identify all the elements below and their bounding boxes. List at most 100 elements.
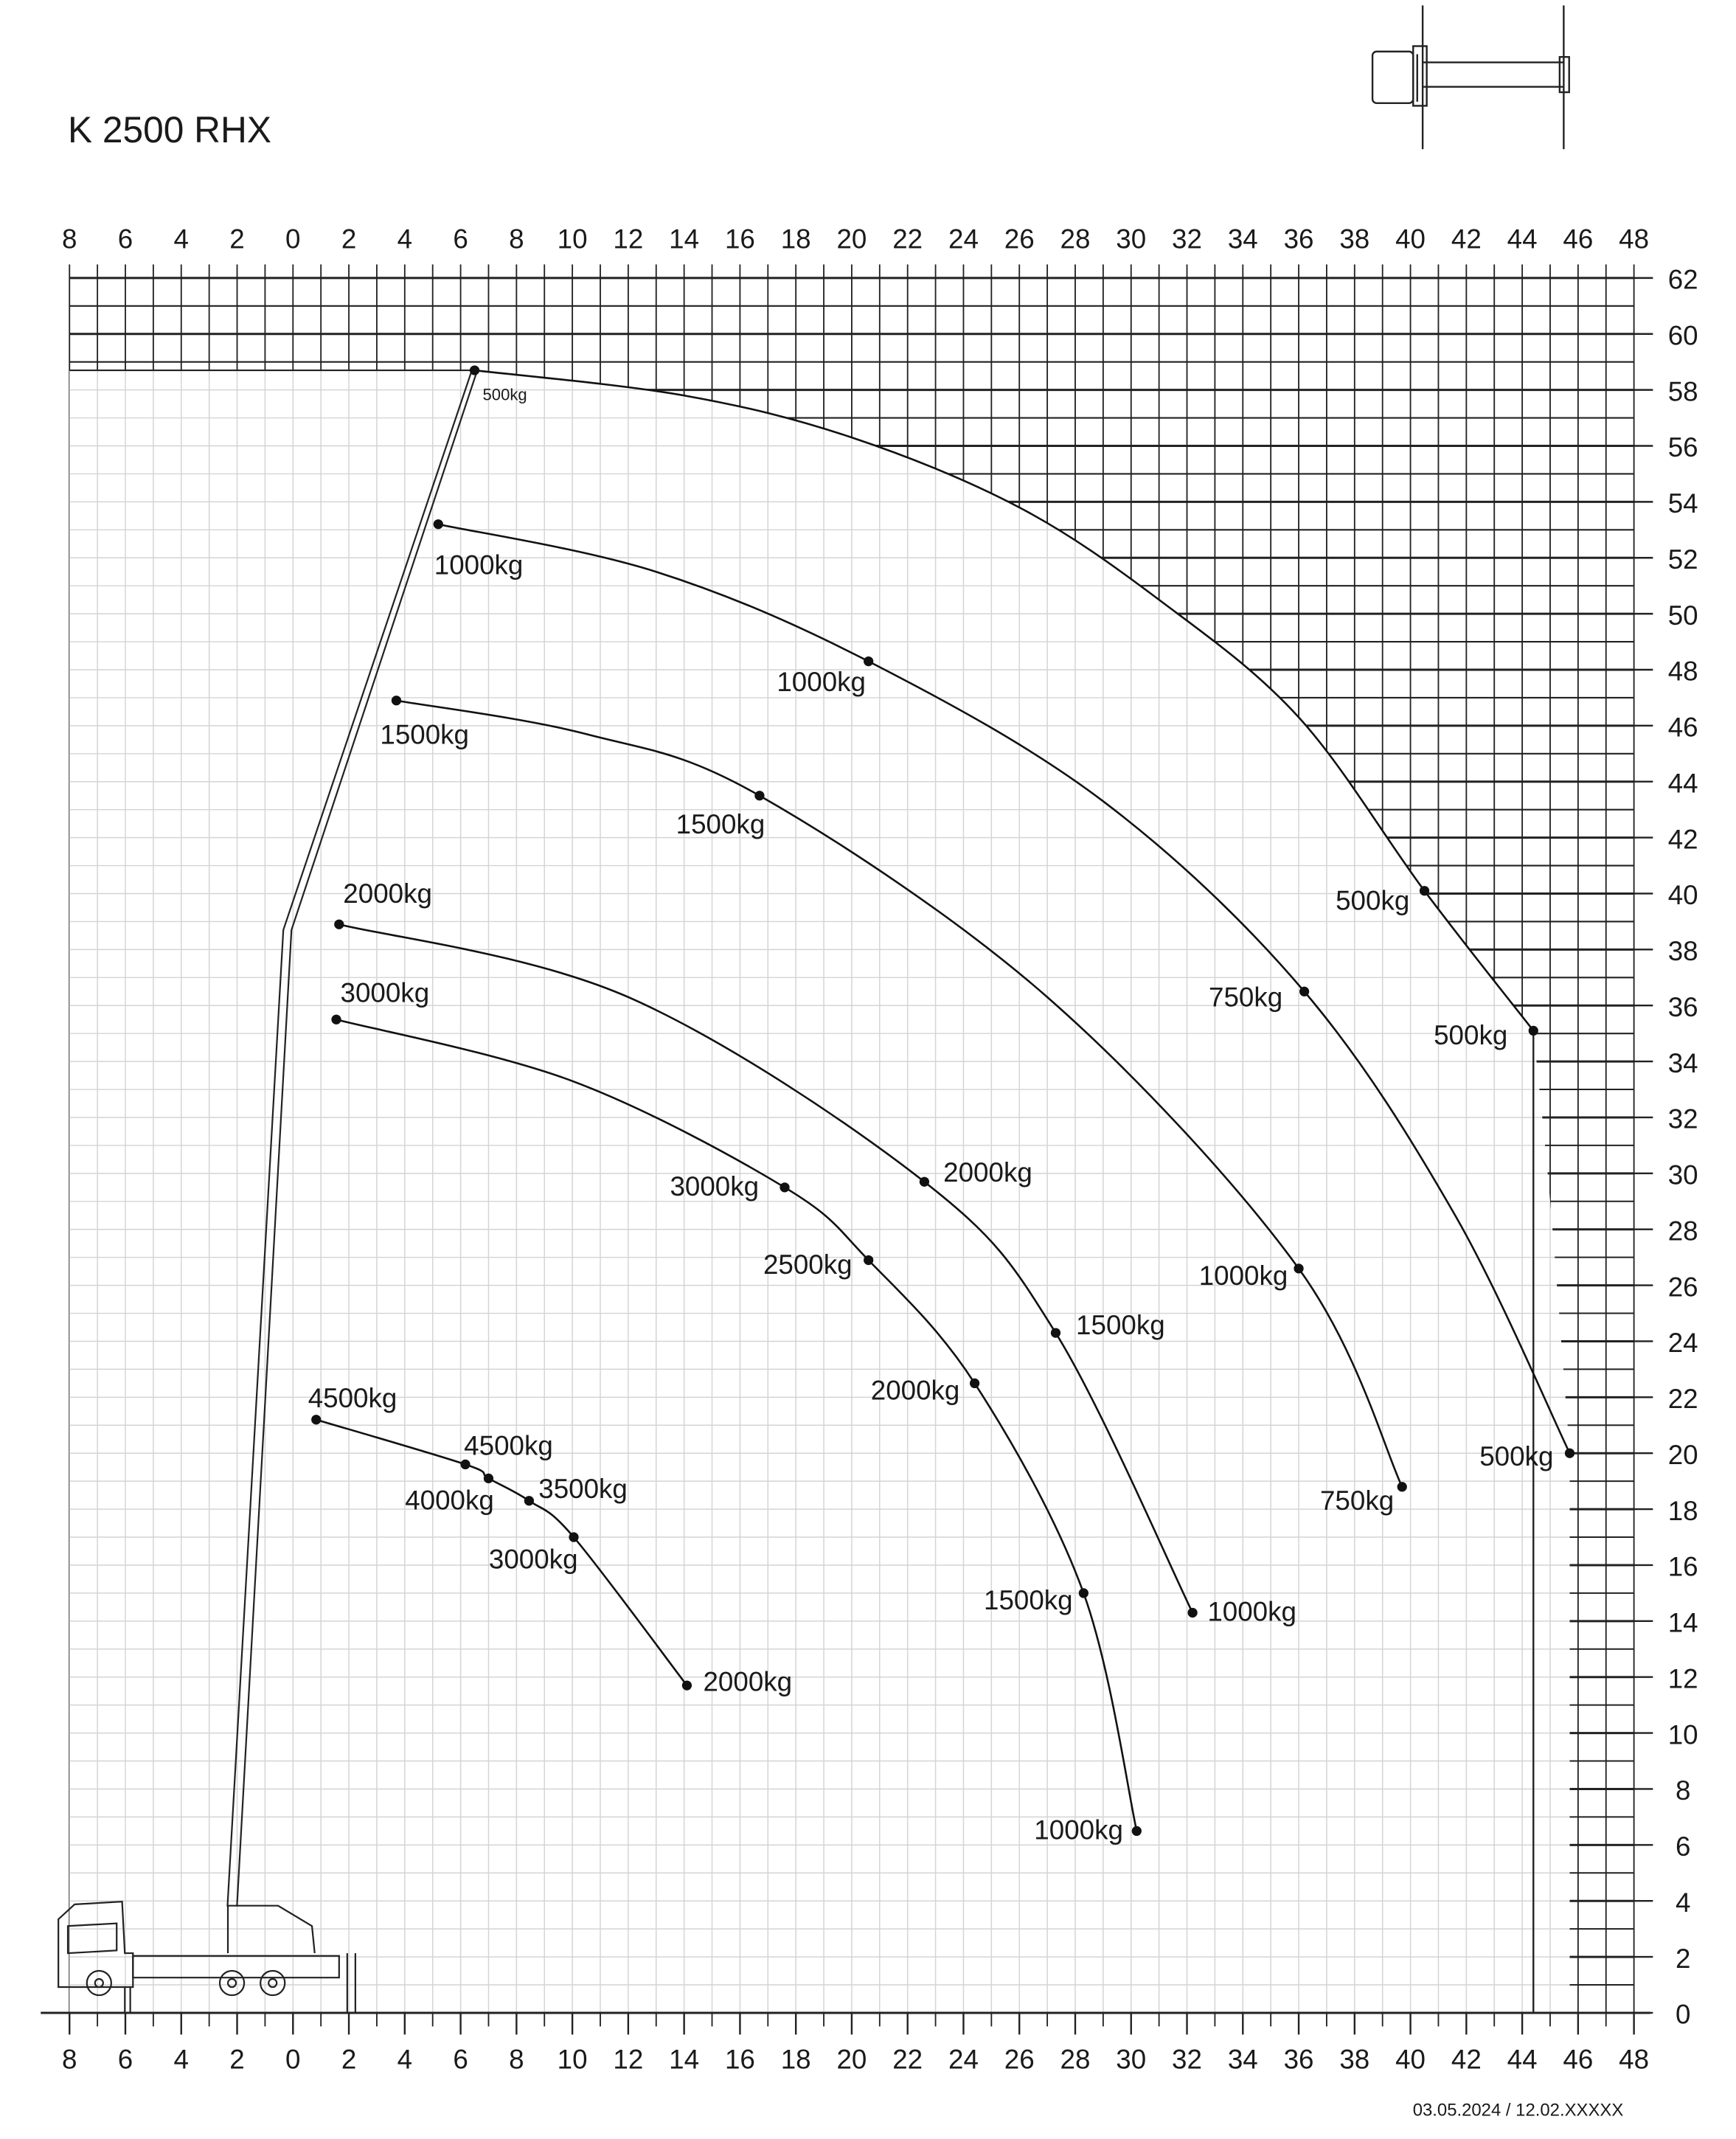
truck-hub bbox=[94, 1977, 104, 1989]
load-label: 750kg bbox=[1209, 982, 1282, 1012]
y-tick-label: 52 bbox=[1668, 544, 1698, 575]
x-tick-label-top: 4 bbox=[174, 224, 189, 254]
x-tick-label-bottom: 26 bbox=[1004, 2044, 1035, 2074]
x-tick-label-top: 22 bbox=[892, 224, 923, 254]
x-tick-label-bottom: 40 bbox=[1395, 2044, 1426, 2074]
truck-outline bbox=[124, 1953, 356, 2013]
y-tick-label: 44 bbox=[1668, 768, 1698, 798]
truck-hub bbox=[268, 1977, 278, 1989]
curve-line bbox=[316, 1418, 688, 1686]
y-tick-label: 0 bbox=[1676, 2000, 1690, 2030]
load-label: 1500kg bbox=[1076, 1310, 1165, 1340]
x-tick-label-bottom: 16 bbox=[725, 2044, 755, 2074]
load-point bbox=[864, 656, 874, 667]
load-label: 2000kg bbox=[343, 878, 432, 909]
y-tick-label: 18 bbox=[1668, 1496, 1698, 1526]
x-tick-label-top: 24 bbox=[948, 224, 979, 254]
x-tick-label-top: 32 bbox=[1172, 224, 1202, 254]
x-tick-label-top: 0 bbox=[285, 224, 300, 254]
x-tick-label-top: 10 bbox=[558, 224, 588, 254]
truck-outline bbox=[226, 1904, 316, 1954]
x-tick-label-top: 42 bbox=[1451, 224, 1482, 254]
load-label: 1000kg bbox=[777, 667, 866, 697]
truck-wheel bbox=[86, 1969, 112, 1997]
x-tick-label-bottom: 30 bbox=[1116, 2044, 1146, 2074]
chart-title: K 2500 RHX bbox=[68, 109, 271, 150]
x-tick-label-top: 8 bbox=[509, 224, 524, 254]
load-point bbox=[1397, 1482, 1407, 1492]
load-label: 2000kg bbox=[943, 1157, 1032, 1188]
load-point bbox=[1564, 1448, 1575, 1458]
load-point bbox=[1294, 1263, 1304, 1274]
x-tick-label-bottom: 48 bbox=[1619, 2044, 1649, 2074]
load-label: 4500kg bbox=[464, 1431, 553, 1461]
x-tick-label-bottom: 18 bbox=[781, 2044, 811, 2074]
x-tick-label-bottom: 10 bbox=[558, 2044, 588, 2074]
boom-right-edge bbox=[236, 370, 479, 1907]
load-label: 1000kg bbox=[1034, 1814, 1123, 1845]
y-tick-label: 4 bbox=[1676, 1887, 1690, 1918]
y-tick-label: 20 bbox=[1668, 1440, 1698, 1470]
x-tick-label-bottom: 20 bbox=[836, 2044, 867, 2074]
y-tick-label: 8 bbox=[1676, 1775, 1690, 1806]
load-point bbox=[754, 791, 765, 801]
y-tick-label: 10 bbox=[1668, 1719, 1698, 1750]
x-tick-label-bottom: 4 bbox=[174, 2044, 189, 2074]
load-label: 3000kg bbox=[670, 1171, 759, 1202]
load-point bbox=[524, 1496, 535, 1506]
load-point bbox=[1419, 886, 1430, 896]
load-curves: 500kg500kg500kg1000kg1000kg750kg500kg150… bbox=[226, 365, 1575, 1907]
x-tick-label-bottom: 14 bbox=[669, 2044, 699, 2074]
x-tick-label-bottom: 8 bbox=[62, 2044, 77, 2074]
x-tick-label-top: 48 bbox=[1619, 224, 1649, 254]
x-tick-label-bottom: 4 bbox=[397, 2044, 412, 2074]
x-tick-label-top: 34 bbox=[1228, 224, 1258, 254]
y-tick-label: 36 bbox=[1668, 992, 1698, 1022]
x-tick-label-top: 28 bbox=[1060, 224, 1091, 254]
x-tick-label-bottom: 44 bbox=[1507, 2044, 1538, 2074]
x-tick-label-bottom: 32 bbox=[1172, 2044, 1202, 2074]
x-tick-label-top: 14 bbox=[669, 224, 699, 254]
load-point bbox=[1187, 1607, 1198, 1618]
y-tick-label: 60 bbox=[1668, 320, 1698, 350]
y-tick-label: 16 bbox=[1668, 1552, 1698, 1582]
load-point bbox=[569, 1532, 579, 1542]
y-tick-label: 46 bbox=[1668, 713, 1698, 743]
y-tick-label: 26 bbox=[1668, 1272, 1698, 1302]
load-label: 2000kg bbox=[871, 1375, 960, 1405]
axes: 8866442200224466881010121214141616181820… bbox=[62, 224, 1698, 2075]
x-tick-label-top: 4 bbox=[397, 224, 412, 254]
x-tick-label-bottom: 42 bbox=[1451, 2044, 1482, 2074]
y-tick-label: 34 bbox=[1668, 1048, 1698, 1078]
y-tick-label: 50 bbox=[1668, 600, 1698, 631]
truck-outline bbox=[132, 1955, 340, 1979]
x-tick-label-top: 36 bbox=[1284, 224, 1314, 254]
load-label: 500kg bbox=[483, 386, 527, 404]
load-point bbox=[1131, 1826, 1142, 1837]
y-tick-label: 24 bbox=[1668, 1328, 1698, 1358]
x-tick-label-bottom: 36 bbox=[1284, 2044, 1314, 2074]
x-tick-label-top: 2 bbox=[229, 224, 244, 254]
load-point bbox=[460, 1459, 471, 1470]
load-point bbox=[1299, 986, 1310, 996]
series-curve-1500: 1500kg 1500kg 1000kg 750kg bbox=[380, 696, 1407, 1516]
x-tick-label-top: 6 bbox=[118, 224, 133, 254]
y-tick-label: 38 bbox=[1668, 936, 1698, 966]
y-tick-label: 56 bbox=[1668, 432, 1698, 462]
load-point bbox=[919, 1176, 930, 1187]
curve-line bbox=[474, 369, 1535, 1032]
load-point bbox=[483, 1473, 494, 1483]
truck-crane-illustration bbox=[41, 1901, 369, 2014]
load-label: 1000kg bbox=[1207, 1597, 1296, 1627]
x-tick-label-top: 12 bbox=[613, 224, 643, 254]
load-label: 1500kg bbox=[676, 809, 765, 839]
load-point bbox=[469, 365, 480, 375]
y-tick-label: 40 bbox=[1668, 880, 1698, 910]
y-tick-label: 32 bbox=[1668, 1104, 1698, 1134]
load-label: 1000kg bbox=[1199, 1261, 1288, 1291]
x-tick-label-bottom: 22 bbox=[892, 2044, 923, 2074]
y-tick-label: 30 bbox=[1668, 1160, 1698, 1190]
load-point bbox=[391, 696, 402, 706]
load-label: 4500kg bbox=[308, 1383, 397, 1413]
